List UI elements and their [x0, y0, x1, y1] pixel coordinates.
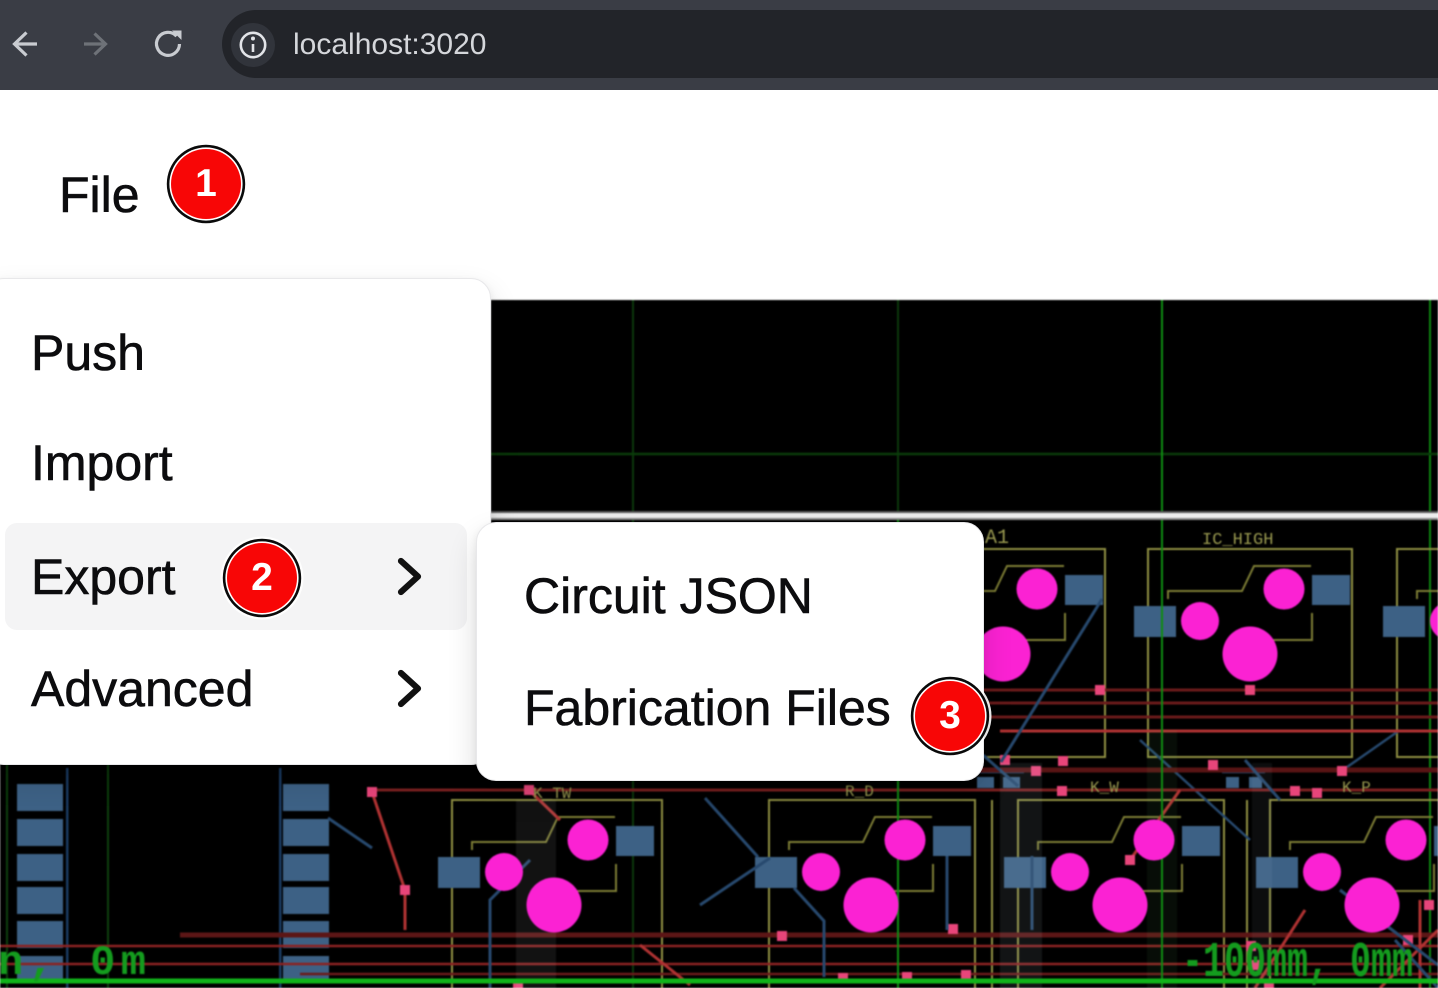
- svg-text:n, 0m: n, 0m: [0, 939, 146, 987]
- svg-text:K_W: K_W: [1090, 779, 1119, 797]
- svg-text:R_D: R_D: [845, 783, 874, 801]
- svg-text:K_TW: K_TW: [533, 785, 572, 803]
- svg-text:IC_HIGH: IC_HIGH: [1202, 531, 1273, 550]
- svg-text:K_P: K_P: [1342, 779, 1371, 797]
- svg-text:A1: A1: [985, 527, 1009, 550]
- svg-text:-100mm, 0mm: -100mm, 0mm: [1182, 935, 1413, 988]
